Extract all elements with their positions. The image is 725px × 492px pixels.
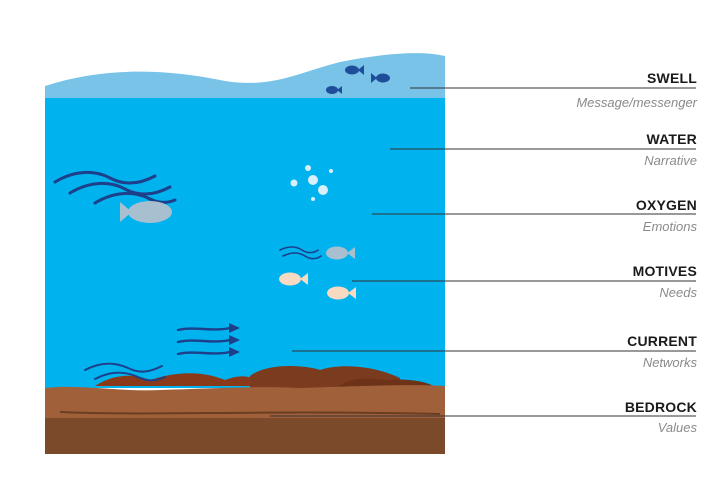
swell-wave [45,53,445,102]
fish-icon [327,286,356,300]
layer-name: WATER [646,131,697,147]
layer-label-motives: MOTIVES Needs [477,263,697,300]
layer-name: BEDROCK [624,399,697,415]
fish-icon [279,272,308,286]
fish-icon [326,86,342,94]
wave-lines-icon [53,171,177,205]
bedrock-lower [45,418,445,454]
wave-lines-icon [84,362,166,382]
layer-description: Narrative [644,153,697,168]
wave-lines-icon [279,246,322,260]
current-arrows-icon [176,326,232,356]
layer-description: Message/messenger [576,95,697,110]
layer-name: OXYGEN [635,197,697,213]
layer-name: MOTIVES [632,263,697,279]
water-body [45,98,445,388]
bedrock-ridge [59,411,441,415]
layer-name: SWELL [647,70,697,86]
layer-label-current: CURRENT Networks [477,333,697,370]
fish-icon [120,201,172,223]
layer-label-water: WATER Narrative [477,131,697,168]
fish-icon [326,246,355,260]
layer-label-swell: SWELL Message/messenger [477,70,697,110]
leader-lines [270,87,696,417]
fish-icon [371,73,390,83]
layer-label-bedrock: BEDROCK Values [477,399,697,435]
layer-name: CURRENT [627,333,697,349]
fish-icon [345,65,364,75]
layer-description: Needs [659,285,697,300]
layer-description: Networks [642,355,697,370]
layer-description: Emotions [642,219,697,234]
bedrock-upper [45,385,445,420]
current-arrowheads [229,323,240,357]
layer-label-oxygen: OXYGEN Emotions [477,197,697,234]
layer-description: Values [657,420,697,435]
bubbles-icon [290,165,333,201]
